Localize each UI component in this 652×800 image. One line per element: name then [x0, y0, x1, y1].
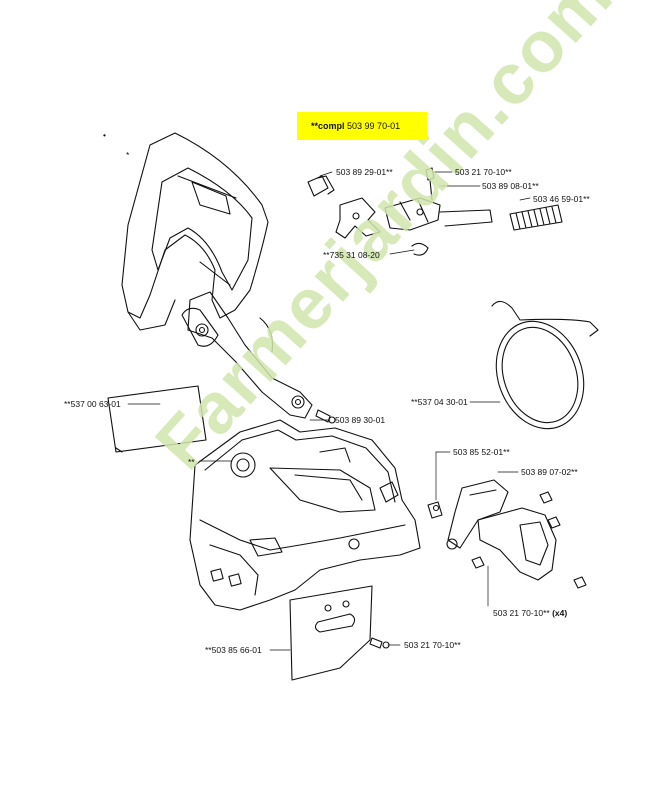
- part-label-503-89-29-01: 503 89 29-01**: [336, 167, 393, 177]
- part-label-503-46-59-01: 503 46 59-01**: [533, 194, 590, 204]
- part-label-503-89-30-01: 503 89 30-01: [335, 415, 386, 425]
- part-label-503-21-70-10-x4: 503 21 70-10** (x4): [493, 608, 567, 618]
- kit-number-label: **compl 503 99 70-01: [311, 121, 400, 131]
- brake-mechanism-drawing: [307, 167, 563, 256]
- clutch-cover-drawing: [189, 419, 421, 611]
- marker-star: *: [126, 150, 130, 160]
- kit-number-highlight: **compl 503 99 70-01: [297, 112, 427, 140]
- bar-plate-drawing: [289, 585, 390, 681]
- part-label-503-89-07-02: 503 89 07-02**: [521, 467, 578, 477]
- brake-band-drawing: [491, 300, 599, 430]
- part-label-537-04-30-01: **537 04 30-01: [411, 397, 468, 407]
- part-label-number: 503 21 70-10**: [493, 608, 550, 618]
- kit-number: 503 99 70-01: [347, 121, 401, 131]
- chain-cover-drawing: [446, 479, 587, 589]
- marker-double-star: **: [188, 457, 195, 467]
- part-label-503-21-70-10-bottom: 503 21 70-10**: [404, 640, 461, 650]
- part-label-503-85-66-01: **503 85 66-01: [205, 645, 262, 655]
- screw-503-89-30-01-drawing: [315, 409, 336, 424]
- stud-503-85-52-01-drawing: [427, 501, 443, 519]
- part-label-537-00-63-01: **537 00 63-01: [64, 399, 121, 409]
- handle-guard-drawing: [121, 132, 313, 419]
- part-label-735-31-08-20: **735 31 08-20: [323, 250, 380, 260]
- part-label-quantity: (x4): [552, 608, 568, 618]
- marker-dot: •: [103, 130, 106, 140]
- leader-lines: [127, 171, 531, 651]
- kit-prefix: **compl: [311, 121, 345, 131]
- part-label-503-85-52-01: 503 85 52-01**: [453, 447, 510, 457]
- part-label-503-89-08-01: 503 89 08-01**: [482, 181, 539, 191]
- part-label-503-21-70-10-top: 503 21 70-10**: [455, 167, 512, 177]
- decal-drawing: [107, 385, 207, 453]
